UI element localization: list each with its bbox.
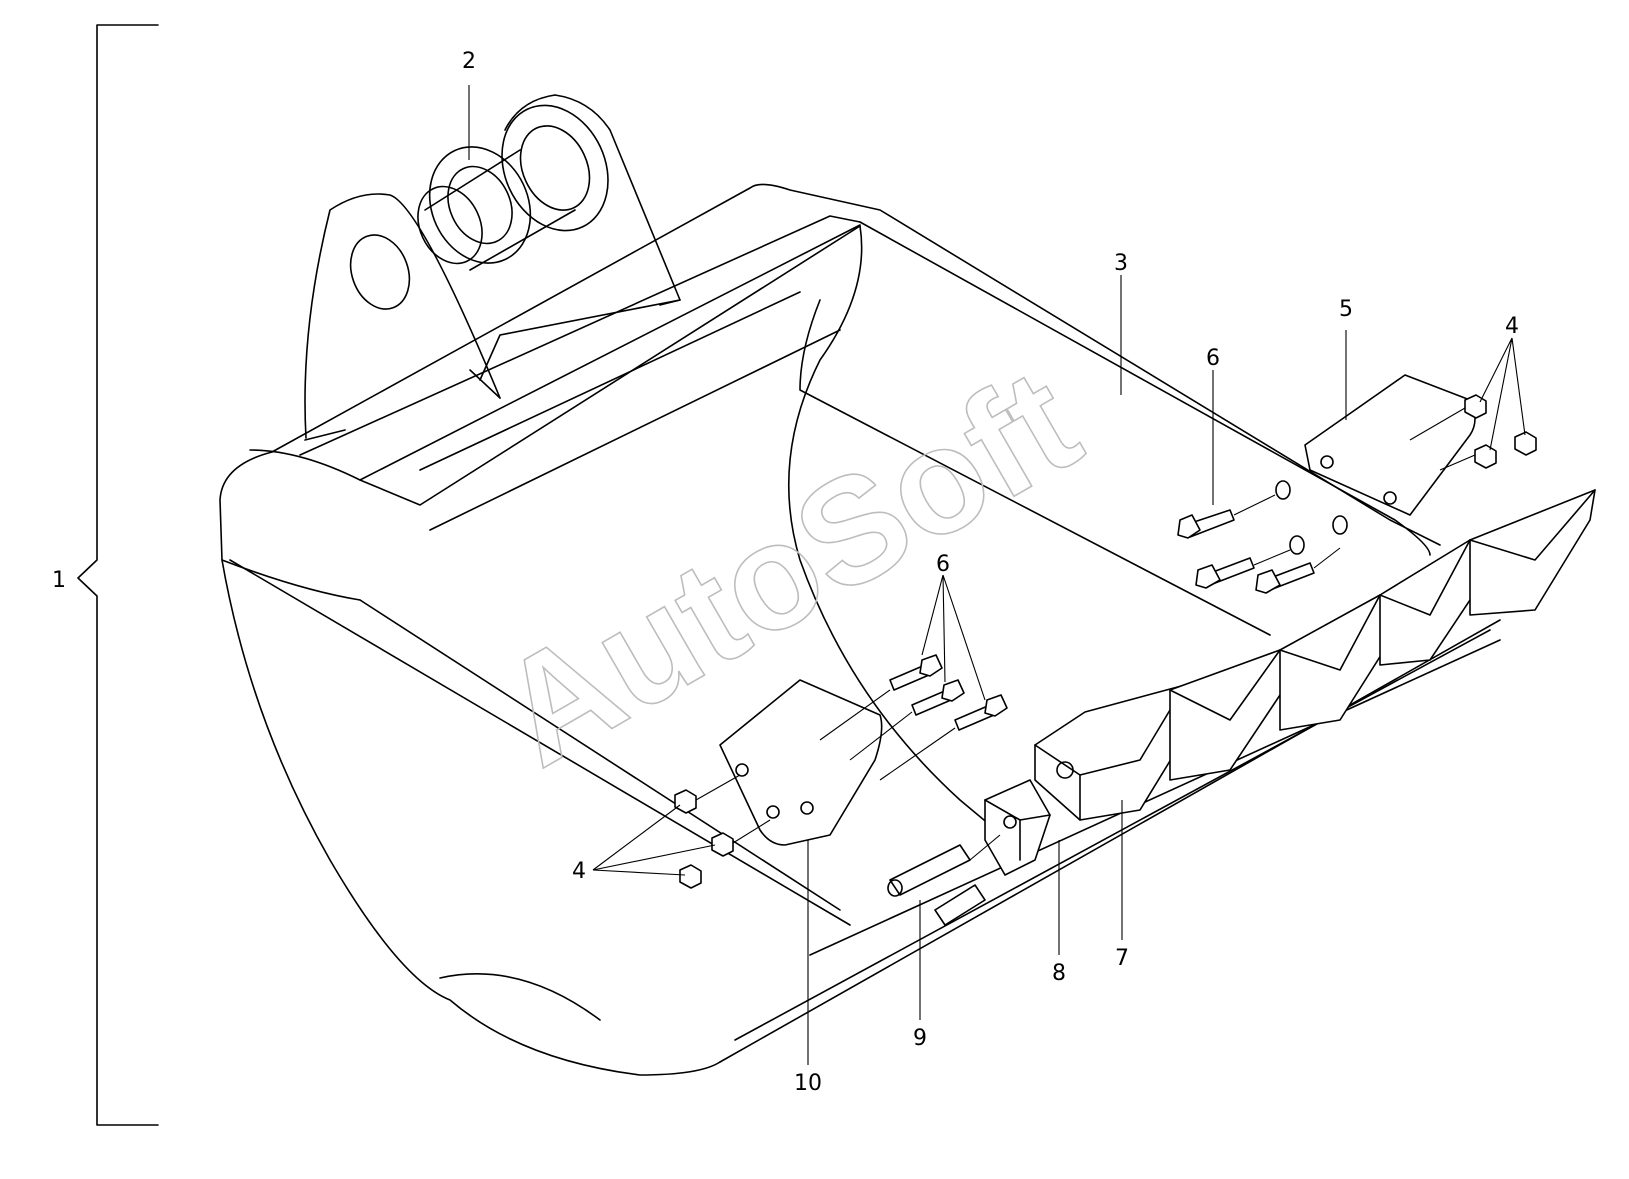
ear-plates <box>304 94 681 441</box>
side-cutter-right <box>1304 374 1476 516</box>
callout-8: 8 <box>1052 961 1066 986</box>
assembly-bracket <box>77 24 159 1126</box>
callout-6-right: 6 <box>1206 346 1220 371</box>
teeth-row <box>1034 489 1596 821</box>
callout-5: 5 <box>1339 297 1353 322</box>
tooth-pin-9 <box>887 834 1001 926</box>
callout-1: 1 <box>52 568 66 593</box>
callout-6-left: 6 <box>936 552 950 577</box>
callout-2: 2 <box>462 49 476 74</box>
callout-9: 9 <box>913 1026 927 1051</box>
bushing-2 <box>417 104 609 271</box>
tooth-adapter-8 <box>984 779 1051 876</box>
callout-4-right: 4 <box>1505 314 1519 339</box>
callout-4-left: 4 <box>572 859 586 884</box>
callout-3: 3 <box>1114 251 1128 276</box>
bolts-right <box>1177 480 1348 594</box>
callout-10: 10 <box>794 1071 822 1096</box>
nuts-right <box>1409 394 1537 471</box>
leader-lines <box>468 85 1526 1065</box>
nuts-left <box>674 774 771 889</box>
bucket-body <box>219 183 1501 1076</box>
bolts-left <box>819 654 1008 781</box>
side-cutter-left <box>719 679 883 846</box>
callout-7: 7 <box>1115 946 1129 971</box>
